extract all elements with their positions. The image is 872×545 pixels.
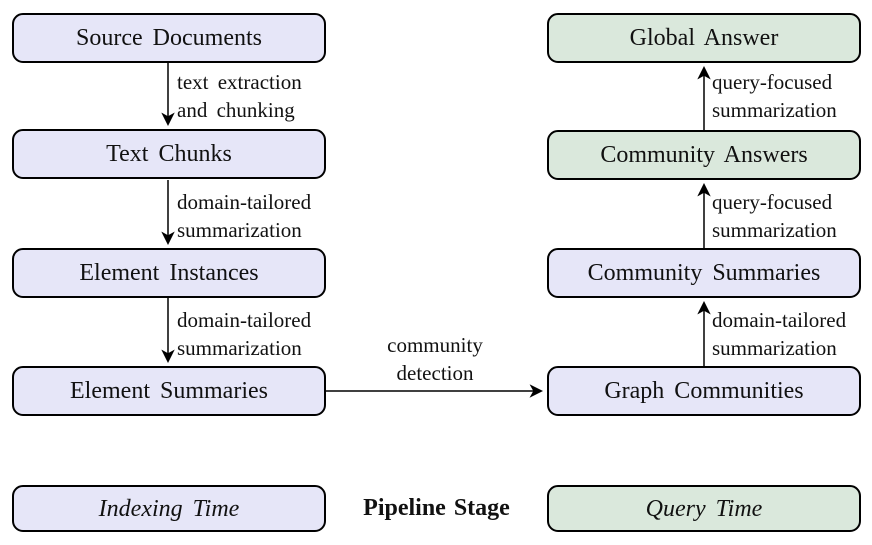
box-graph-communities: Graph Communities [547,366,861,416]
box-community-answers: Community Answers [547,130,861,180]
edge-label-domain-tailored-2: domain-tailored summarization [177,308,312,360]
box-element-instances: Element Instances [12,248,326,298]
legend-pipeline-stage: Pipeline Stage [363,495,510,521]
box-element-summaries: Element Summaries [12,366,326,416]
edge-label-domain-tailored-1: domain-tailored summarization [177,190,312,242]
legend-label: Query Time [645,495,763,522]
box-label: Graph Communities [604,378,804,404]
box-global-answer: Global Answer [547,13,861,63]
box-label: Element Instances [79,260,259,286]
edge-label-domain-tailored-3: domain-tailored summarization [712,308,847,360]
legend-indexing-time: Indexing Time [12,485,326,532]
box-label: Community Summaries [587,260,821,286]
legend-label: Indexing Time [98,495,240,522]
box-label: Global Answer [629,25,779,51]
box-source-documents: Source Documents [12,13,326,63]
box-label: Text Chunks [106,141,232,167]
edge-label-text-extraction: text extraction and chunking [177,70,302,122]
edge-label-query-focused-2: query-focused summarization [712,70,837,122]
box-label: Community Answers [600,142,808,168]
edge-label-community-detection: community detection [387,333,483,385]
legend-query-time: Query Time [547,485,861,532]
edge-label-query-focused-1: query-focused summarization [712,190,837,242]
box-community-summaries: Community Summaries [547,248,861,298]
box-text-chunks: Text Chunks [12,129,326,179]
box-label: Source Documents [76,25,262,51]
box-label: Element Summaries [70,378,268,404]
